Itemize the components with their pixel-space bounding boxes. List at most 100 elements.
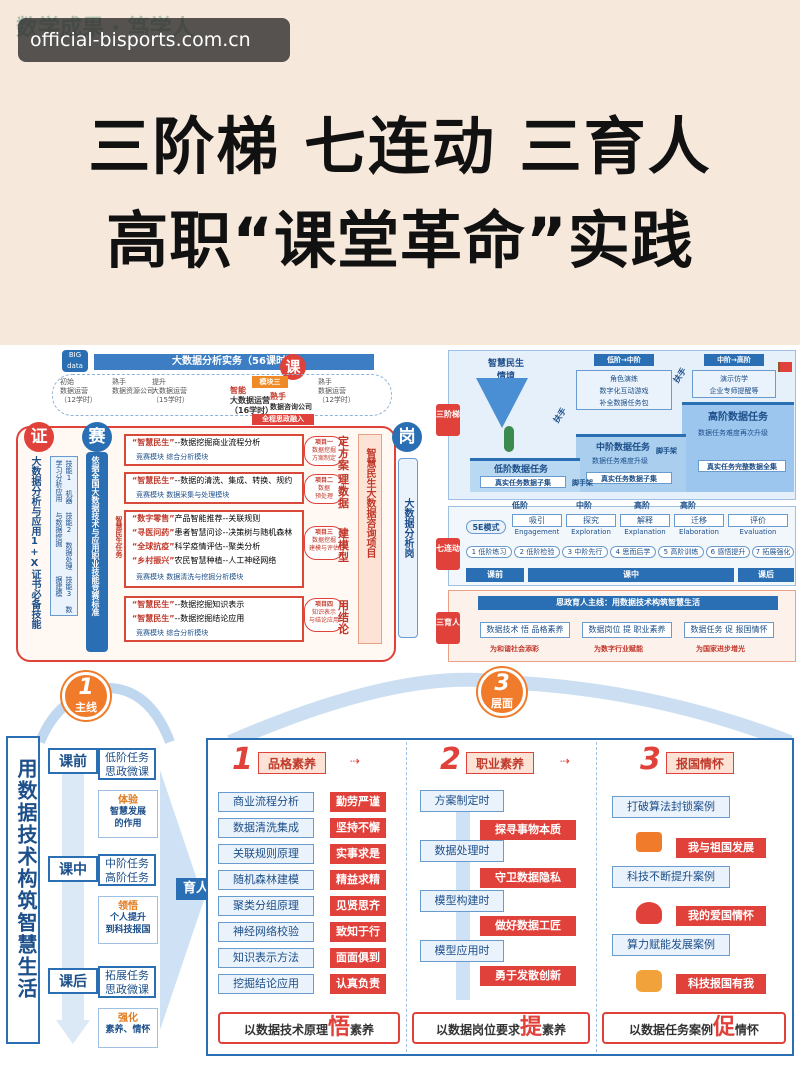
circle-1-label: 主线 [75, 701, 97, 714]
project-4-desc: 知识表示 与结论应用 [308, 609, 339, 624]
mid-high-label: 中阶→高阶 [704, 354, 764, 366]
role-4-sub: 大数据运营 （16学时） [230, 396, 274, 415]
edu-sub-1: 为和谐社会添彩 [490, 645, 539, 653]
col1-left-1: 商业流程分析 [218, 792, 314, 812]
footer-1-pre: 以数据技术原理 [243, 1023, 328, 1037]
footer-3-post: 情怀 [735, 1023, 760, 1037]
col3-result-2: 我的爱国情怀 [676, 906, 766, 926]
edu-item-2: 数据岗位 提 职业素养 [582, 622, 672, 638]
mid-high-item-1: 演示仿学 [720, 375, 748, 383]
col1-right-1: 勤劳严谨 [330, 792, 386, 812]
circle-1-num: 1 [78, 675, 94, 700]
scenario-label: 智慧民生情境 [488, 359, 525, 382]
footer-2-pre: 以数据岗位要求 [435, 1023, 520, 1037]
course-char: 课 [280, 354, 306, 380]
mid-high-items: 演示仿学 企业专师提醒等 [692, 370, 776, 398]
task-1-desc: --数据挖掘商业流程分析 [174, 438, 261, 447]
smart-life-task-tag: 智慧民生任务 [115, 516, 123, 558]
gang-column [398, 458, 418, 638]
watermark-site: official-bisports.com.cn [18, 18, 290, 62]
mode-3-cn: 解释 [620, 514, 670, 527]
project-1: 项目一数据挖掘 方案制定 [304, 436, 344, 466]
role-6-name: 熟手 [318, 378, 332, 386]
step-6: 6 感悟提升 [706, 546, 750, 558]
task-2: “智慧民生”--数据的清洗、集成、转换、规约 [132, 475, 292, 486]
gang-text: 大数据分析岗 [402, 498, 413, 558]
task-8: “智慧民生”--数据挖掘结论应用 [132, 613, 244, 624]
col3-case-2: 科技不断提升案例 [612, 866, 730, 888]
col1-right-4: 精益求精 [330, 870, 386, 890]
col1-right-6: 致知于行 [330, 922, 386, 942]
col1-left-5: 聚类分组原理 [218, 896, 314, 916]
phase-during-note-text: 个人提升 到科技报国 [105, 913, 151, 935]
task-mid: 中阶数据任务 [596, 443, 651, 453]
col1-left-7: 知识表示方法 [218, 948, 314, 968]
phase-during-item-2: 高阶任务 [105, 871, 149, 884]
col2-right-1: 探寻事物本质 [480, 820, 576, 840]
task-5-desc: 科学疫情评估--聚类分析 [174, 542, 261, 551]
project-4: 项目四知识表示 与结论应用 [304, 598, 344, 632]
skill-1: 技能1 机器学习分析应用 [55, 460, 73, 504]
title-line-1: 三阶梯 七连动 三育人 [88, 110, 712, 183]
role-熟手: 熟手数据咨询公司 [270, 392, 312, 412]
task-4-title: “寻医问药” [132, 528, 175, 537]
step-4: 4 思而后学 [610, 546, 656, 558]
task-8-desc: --数据挖掘结论应用 [174, 614, 245, 623]
skill-2: 技能2 数据处理与数据挖掘 [55, 512, 73, 570]
stage-1: 定方案 [338, 435, 349, 472]
project-1-label: 项目一 [314, 439, 333, 446]
task-2-title: “智慧民生” [132, 476, 175, 485]
col1-left-4: 随机森林建模 [218, 870, 314, 890]
task-3-title: “数字零售” [132, 514, 175, 523]
mid-high-item-2: 企业专师提醒等 [709, 387, 759, 395]
task-4: “寻医问药”患者智慧问诊--决策树与随机森林 [132, 527, 292, 538]
phase-arrow [62, 760, 84, 1020]
phase-before-box: 课前 [48, 748, 98, 774]
mid-desc: 数据任务难度升级 [592, 457, 648, 465]
scenario-arrow [476, 378, 528, 428]
section-2-num: 2 [440, 742, 461, 777]
step-5: 5 高阶训练 [658, 546, 704, 558]
role-5-sub: 数据咨询公司 [270, 403, 312, 411]
task-8-sub: 竞赛模块 综合分析模块 [136, 629, 209, 637]
edu-item-1: 数据技术 悟 品格素养 [480, 622, 570, 638]
role-2-sub: 数据资源公司 [112, 387, 154, 395]
phase-after-item-2: 思政微课 [105, 983, 149, 996]
module-3-tag: 模块三 [252, 376, 288, 388]
phase-after-note: 强化素养、情怀 [98, 1008, 158, 1048]
project-3-desc: 数据挖掘 建模与评估 [308, 537, 339, 552]
footer-2: 以数据岗位要求提素养 [412, 1012, 590, 1044]
stage-3: 建模型 [338, 527, 349, 564]
task-mid-sub: 真实任务数据子集 [586, 472, 672, 484]
low-mid-items: 角色演练 数字化互动游戏 补全数据任务包 [576, 370, 672, 410]
row-label-3: 三育人 [436, 612, 460, 644]
high-desc: 数据任务难度再次升级 [698, 429, 768, 437]
project-3-label: 项目三 [314, 529, 333, 536]
role-3-name: 提升 [152, 378, 166, 386]
project-4-label: 项目四 [314, 601, 333, 608]
role-3: 提升大数据运营 （15学时） [152, 378, 189, 405]
col1-right-7: 面面俱到 [330, 948, 386, 968]
col1-right-5: 见贤思齐 [330, 896, 386, 916]
col1-list: 商业流程分析 勤劳严谨 数据清洗集成 坚持不懈 关联规则原理 实事求是 随机森林… [218, 784, 398, 1000]
task-7: “智慧民生”--数据挖掘知识表示 [132, 599, 244, 610]
cert-text: 大数据分析与应用1+X证书必备技能 [29, 456, 40, 629]
phase-after-box: 课后 [48, 968, 98, 994]
task-high: 高阶数据任务 [708, 412, 768, 423]
side-column [358, 434, 382, 644]
phase-before-note-text: 智慧发展 的作用 [109, 807, 146, 829]
task-high-sub: 真实任务完整数据全集 [698, 460, 786, 472]
left-panel: BIG data 大数据分析实务（56课时） 课 初始数据运营 （12学时） 熟… [2, 348, 432, 666]
task-low: 低阶数据任务 [494, 465, 549, 475]
mode-5-cn: 评价 [728, 514, 788, 527]
col2-right-2: 守卫数据隐私 [480, 868, 576, 888]
mode-1-cn: 吸引 [512, 514, 562, 527]
col2-left-1: 方案制定时 [420, 790, 504, 812]
low-mid-item-3: 补全数据任务包 [599, 399, 649, 407]
phase-after-item-1: 拓展任务 [105, 969, 149, 982]
circle-3-num: 3 [494, 671, 510, 696]
mode-4-en: Elaboration [679, 528, 719, 536]
skill-3: 技能3 数据建模 [55, 576, 73, 613]
